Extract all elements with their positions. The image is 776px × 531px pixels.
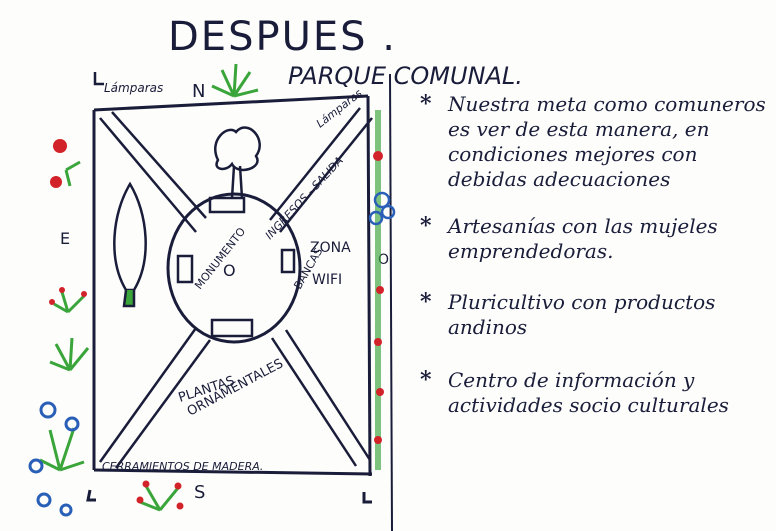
flower-icon [49,287,87,314]
page-title: DESPUES . [168,14,397,60]
lamps-label-left: Lámparas [104,81,163,95]
lamp-marker-left [93,72,104,86]
right-path [389,73,393,531]
asterisk-icon: * [420,213,432,239]
grass-icon [49,337,90,372]
bench-top [208,196,246,214]
grass-icon [211,63,259,98]
cypress-icon [113,181,147,308]
park-boundary [86,94,373,504]
goal-item: * Pluricultivo con productos andinos [420,290,770,340]
tree-icon [214,126,261,199]
west-center-label: O [223,261,236,280]
goal-text: Centro de información y actividades soci… [448,368,729,417]
goal-text: Artesanías con las mujeles emprendedoras… [448,214,718,263]
zone-label: ZONA [310,240,351,256]
asterisk-icon: * [420,91,432,117]
east-label: E [60,229,70,248]
central-plaza [166,192,302,344]
asterisk-icon: * [420,367,432,393]
goal-text: Nuestra meta como comuneros es ver de es… [448,92,766,191]
goal-item: * Nuestra meta como comuneros es ver de … [420,92,770,192]
goal-item: * Artesanías con las mujeles emprendedor… [420,214,770,264]
north-label: N [192,81,205,102]
bench-left [176,254,194,284]
west-label: O [378,252,389,268]
asterisk-icon: * [420,289,432,315]
flower-icon [50,139,81,188]
goals-list: * Nuestra meta como comuneros es ver de … [420,92,770,418]
entrances-label: INGRESOS - SALIDA [263,154,346,242]
monument-label: MONUMENTO [192,225,248,292]
bench-bottom [210,318,254,338]
flower-icon [28,401,85,517]
bench-right [280,248,296,274]
diagonal-walkways [98,107,373,469]
goal-text: Pluricultivo con productos andinos [448,290,716,339]
fences-label: CERRAMIENTOS DE MADERA. [102,460,263,473]
lamps-label-right: Lámparas [314,87,365,131]
wifi-label: WIFI [312,272,342,288]
goal-item: * Centro de información y actividades so… [420,368,770,418]
south-label: S [194,482,205,503]
flower-icon [368,110,396,470]
park-name: PARQUE COMUNAL. [288,62,523,90]
flower-icon [136,480,184,512]
